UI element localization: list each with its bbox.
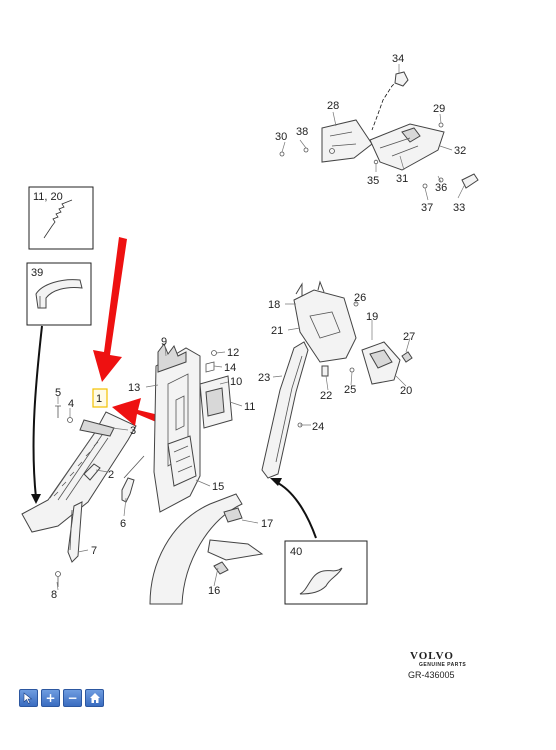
callout-21: 21 <box>271 325 283 337</box>
callout-30: 30 <box>275 131 287 143</box>
callout-13: 13 <box>128 382 140 394</box>
callout-26: 26 <box>354 292 366 304</box>
volvo-logo: VOLVO <box>410 650 454 662</box>
callout-31: 31 <box>396 173 408 185</box>
callout-1-highlight <box>92 388 108 408</box>
callout-38: 38 <box>296 126 308 138</box>
callout-32: 32 <box>454 145 466 157</box>
callout-16: 16 <box>208 585 220 597</box>
viewer-toolbar: + − <box>19 689 104 707</box>
callout-6: 6 <box>120 518 126 530</box>
callout-36: 36 <box>435 182 447 194</box>
callout-9: 9 <box>161 336 167 348</box>
callout-34: 34 <box>392 53 404 65</box>
callout-18: 18 <box>268 299 280 311</box>
cursor-icon[interactable] <box>19 689 38 707</box>
callout-7: 7 <box>91 545 97 557</box>
callout-29: 29 <box>433 103 445 115</box>
inset-handle-label: 39 <box>31 267 43 279</box>
callout-14: 14 <box>224 362 236 374</box>
zoom-in-icon[interactable]: + <box>41 689 60 707</box>
callout-20: 20 <box>400 385 412 397</box>
inset-spring-label: 11, 20 <box>33 191 63 203</box>
inset-patch-label: 40 <box>290 546 302 558</box>
callout-33: 33 <box>453 202 465 214</box>
callout-5: 5 <box>55 387 61 399</box>
roof-console-assembly: 34 28 29 38 30 32 31 35 36 37 33 <box>275 53 479 214</box>
inset-patch: 40 <box>284 540 368 605</box>
callout-24: 24 <box>312 421 324 433</box>
callout-19: 19 <box>366 311 378 323</box>
callout-27: 27 <box>403 331 415 343</box>
callout-2: 2 <box>108 469 114 481</box>
callout-25: 25 <box>344 384 356 396</box>
diagram-reference: GR-436005 <box>408 670 455 680</box>
inset-spring: 11, 20 <box>28 186 94 250</box>
brand-block: VOLVO GENUINE PARTS GR-436005 <box>408 650 466 680</box>
b-pillar-group: 9 10 11 12 13 14 15 16 17 <box>128 336 273 605</box>
red-arrow-down-icon <box>93 237 127 382</box>
zoom-out-icon[interactable]: − <box>63 689 82 707</box>
callout-3: 3 <box>130 425 136 437</box>
callout-11: 11 <box>244 401 255 413</box>
callout-35: 35 <box>367 175 379 187</box>
red-arrow-left-icon <box>112 398 163 426</box>
callout-1: 1 <box>96 393 102 405</box>
callout-22: 22 <box>320 390 332 402</box>
a-pillar-group: 1 2 3 4 5 6 7 8 <box>21 387 145 601</box>
inset-handle: 39 <box>26 262 92 326</box>
highlight-arrows <box>93 237 163 426</box>
callout-37: 37 <box>421 202 433 214</box>
callout-8: 8 <box>51 589 57 601</box>
home-icon[interactable] <box>85 689 104 707</box>
genuine-parts-label: GENUINE PARTS <box>419 662 466 668</box>
callout-10: 10 <box>230 376 242 388</box>
c-pillar-group: 18 19 20 21 22 23 24 25 26 27 <box>258 280 415 479</box>
callout-23: 23 <box>258 372 270 384</box>
callout-4: 4 <box>68 398 74 410</box>
callout-17: 17 <box>261 518 273 530</box>
callout-28: 28 <box>327 100 339 112</box>
callout-15: 15 <box>212 481 224 493</box>
callout-12: 12 <box>227 347 239 359</box>
